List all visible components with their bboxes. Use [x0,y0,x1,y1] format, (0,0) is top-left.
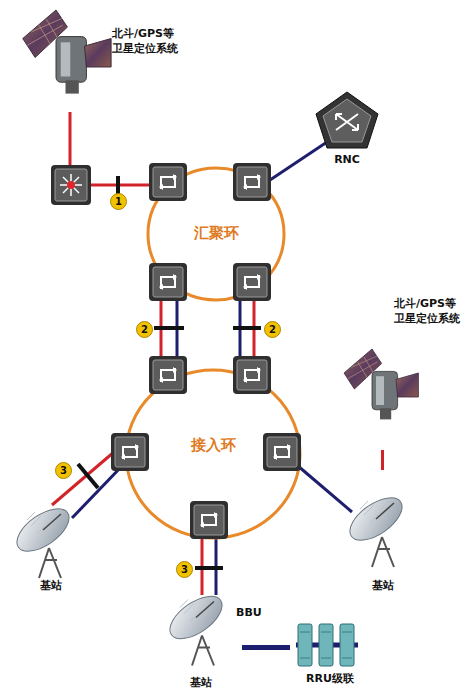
callout-number: 3 [55,462,72,479]
link-line [242,647,290,648]
node-label: 基站 [160,675,242,690]
node-label: RRU级联 [290,671,370,686]
node-label: 基站 [8,578,93,593]
satellite-node: 北斗/GPS等 卫星定位系统 [338,290,470,450]
link-line [382,450,383,470]
ring-title: 接入环 [124,436,302,454]
callout-number: 3 [176,561,193,578]
ring-outline [124,368,302,540]
unit-label: BBU [236,606,262,619]
base-station-node: 基站 [8,500,93,595]
callout-number: 2 [264,321,281,338]
ring-node: 接入环 [124,368,302,540]
node-label: 基站 [340,578,425,593]
rnc-node: RNC [312,90,382,174]
node-label: 北斗/GPS等 卫星定位系统 [112,26,186,56]
satellite-node: 北斗/GPS等 卫星定位系统 [15,0,190,120]
ring-node: 汇聚环 [146,166,286,302]
callout-number: 1 [110,193,127,210]
base-station-node: 基站 [340,470,425,595]
ring-title: 汇聚环 [146,224,286,242]
node-label: 北斗/GPS等 卫星定位系统 [394,296,468,326]
node-label: RNC [312,152,382,167]
rru-node: RRU级联 [290,605,370,690]
base-station-node: 基站 [160,585,242,693]
callout-number: 2 [136,321,153,338]
